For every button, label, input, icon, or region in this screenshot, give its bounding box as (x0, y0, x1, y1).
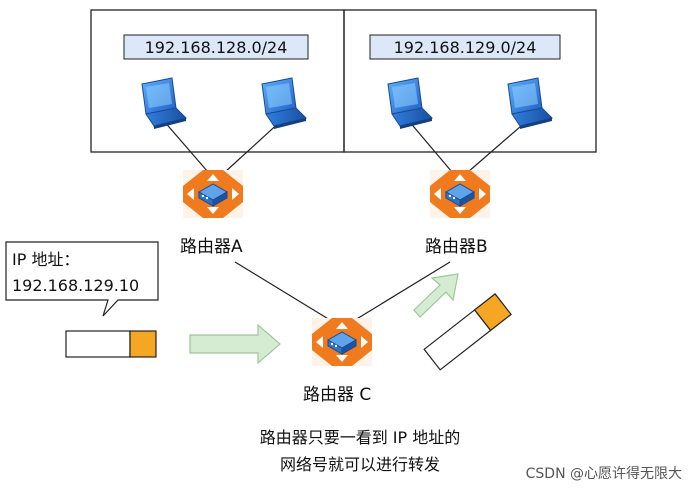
router-a-icon (182, 169, 244, 219)
callout-line1: IP 地址： (12, 250, 79, 269)
network-label-left: 192.168.128.0/24 (145, 38, 288, 57)
network-box-left (90, 9, 345, 153)
link-laptop2-routerA (224, 119, 283, 173)
router-b-icon (429, 169, 491, 219)
laptop-icon (261, 77, 307, 130)
link-laptop4-routerB (467, 119, 529, 173)
link-laptop3-routerB (407, 119, 453, 173)
caption-line1: 路由器只要一看到 IP 地址的 (260, 428, 461, 447)
router-c-icon (311, 317, 373, 367)
router-a-label: 路由器A (180, 237, 243, 257)
forward-arrow-up-right (413, 273, 459, 318)
forward-arrow-right (189, 323, 281, 365)
router-c-label: 路由器 C (303, 385, 371, 405)
laptop-icon (507, 77, 553, 130)
packet-outgoing (423, 293, 512, 371)
link-routerB-routerC (354, 261, 451, 321)
link-laptop1-routerA (162, 119, 209, 173)
laptop-icon (141, 77, 187, 130)
link-routerA-routerC (234, 261, 331, 321)
connection-lines (162, 119, 529, 321)
network-label-box-right (369, 34, 561, 60)
callout-line2: 192.168.129.10 (12, 276, 139, 295)
packet-incoming (65, 330, 157, 358)
network-label-box-left (123, 34, 309, 60)
network-label-right: 192.168.129.0/24 (394, 38, 537, 57)
laptop-icon (387, 77, 433, 130)
watermark: CSDN @心愿许得无限大 (526, 465, 682, 482)
ip-address-callout: IP 地址： 192.168.129.10 (5, 241, 159, 317)
network-box-right (343, 9, 597, 153)
router-b-label: 路由器B (425, 237, 488, 257)
caption-line2: 网络号就可以进行转发 (280, 455, 440, 474)
